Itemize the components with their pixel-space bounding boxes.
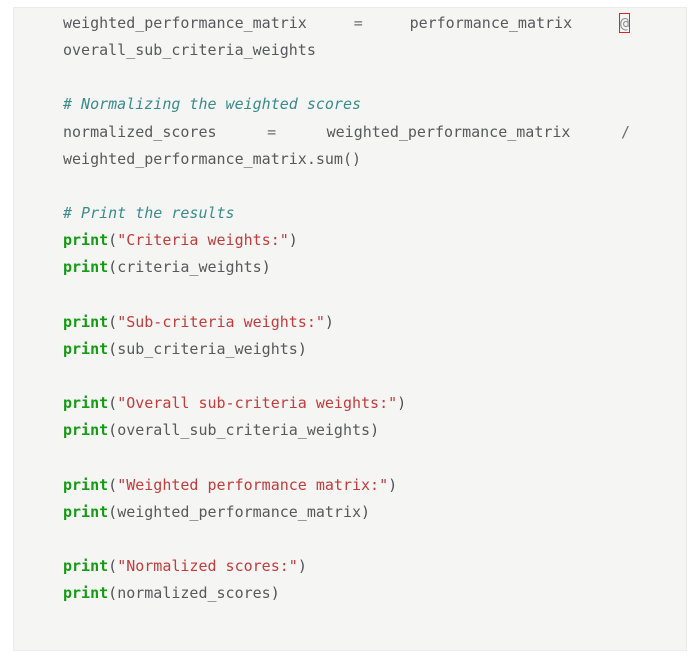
token-name: normalized_scores <box>117 584 271 603</box>
token-whitespace <box>217 123 268 141</box>
matmul-operator-error-token: @ <box>618 13 630 33</box>
code-block: # Normalizing the weighted scores normali… <box>63 91 630 172</box>
token-name: overall_sub_criteria_weights <box>117 421 371 440</box>
code-line: print(criteria_weights) <box>63 254 630 281</box>
code-line: print(overall_sub_criteria_weights) <box>63 417 630 444</box>
token-string: "Weighted performance matrix:" <box>117 475 389 494</box>
code-line: # Normalizing the weighted scores <box>63 91 630 118</box>
token-punctuation: ) <box>297 557 307 576</box>
token-operator: = <box>267 122 277 141</box>
token-name: weighted_performance_matrix.sum() <box>63 149 362 168</box>
code-panel: weighted_performance_matrix = performanc… <box>13 7 687 651</box>
code-line: weighted_performance_matrix = performanc… <box>63 10 630 64</box>
token-punctuation: ( <box>108 312 118 331</box>
token-whitespace <box>276 123 327 141</box>
code-line: print(weighted_performance_matrix) <box>63 499 630 526</box>
token-punctuation: ( <box>108 258 118 277</box>
token-keyword: print <box>63 312 109 331</box>
token-whitespace <box>307 14 354 32</box>
token-punctuation: ) <box>270 584 280 603</box>
token-string: "Normalized scores:" <box>117 557 298 576</box>
token-name: normalized_scores <box>63 122 217 141</box>
token-punctuation: ( <box>108 231 118 250</box>
code-block: print("Overall sub-criteria weights:")pr… <box>63 390 630 444</box>
code-block: print("Normalized scores:")print(normali… <box>63 553 630 607</box>
token-name: overall_sub_criteria_weights <box>63 41 316 60</box>
token-keyword: print <box>63 421 109 440</box>
code-line: print("Criteria weights:") <box>63 227 630 254</box>
token-punctuation: ( <box>108 584 118 603</box>
code-block: weighted_performance_matrix = performanc… <box>63 10 630 64</box>
code-line: print("Sub-criteria weights:") <box>63 309 630 336</box>
token-name: weighted_performance_matrix <box>117 502 362 521</box>
code-line: print("Normalized scores:") <box>63 553 630 580</box>
token-whitespace <box>572 14 619 32</box>
code-line: print(normalized_scores) <box>63 580 630 607</box>
token-keyword: print <box>63 339 109 358</box>
token-punctuation: ) <box>288 231 298 250</box>
token-keyword: print <box>63 394 109 413</box>
token-punctuation: ) <box>297 339 307 358</box>
token-operator: = <box>353 14 363 32</box>
token-whitespace <box>363 14 410 32</box>
code-line: print("Overall sub-criteria weights:") <box>63 390 630 417</box>
code-block: print("Weighted performance matrix:")pri… <box>63 472 630 526</box>
token-keyword: print <box>63 231 109 250</box>
token-punctuation: ) <box>370 421 380 440</box>
code-line: print("Weighted performance matrix:") <box>63 472 630 499</box>
token-punctuation: ( <box>108 394 118 413</box>
token-keyword: print <box>63 258 109 277</box>
token-name: sub_criteria_weights <box>117 339 298 358</box>
token-keyword: print <box>63 557 109 576</box>
token-string: "Sub-criteria weights:" <box>117 312 325 331</box>
token-name: criteria_weights <box>117 258 262 277</box>
code-line: print(sub_criteria_weights) <box>63 336 630 363</box>
token-name: weighted_performance_matrix <box>326 122 571 141</box>
code-block: print("Sub-criteria weights:")print(sub_… <box>63 309 630 363</box>
token-string: "Overall sub-criteria weights:" <box>117 394 398 413</box>
token-name: performance_matrix <box>409 14 573 32</box>
token-keyword: print <box>63 502 109 521</box>
token-punctuation: ( <box>108 502 118 521</box>
token-punctuation: ) <box>324 312 334 331</box>
token-punctuation: ( <box>108 475 118 494</box>
token-punctuation: ) <box>261 258 271 277</box>
token-punctuation: ( <box>108 557 118 576</box>
token-string: "Criteria weights:" <box>117 231 289 250</box>
code-listing: weighted_performance_matrix = performanc… <box>14 10 686 607</box>
token-comment: # Normalizing the weighted scores <box>63 95 362 114</box>
token-comment: # Print the results <box>63 204 235 223</box>
token-keyword: print <box>63 584 109 603</box>
code-line: normalized_scores = weighted_performance… <box>63 119 630 173</box>
token-whitespace <box>570 123 621 141</box>
code-line: # Print the results <box>63 200 630 227</box>
token-operator: / <box>621 122 631 141</box>
token-punctuation: ) <box>397 394 407 413</box>
token-punctuation: ( <box>108 421 118 440</box>
token-name: weighted_performance_matrix <box>63 14 307 32</box>
token-punctuation: ) <box>361 502 371 521</box>
token-keyword: print <box>63 475 109 494</box>
token-punctuation: ) <box>388 475 398 494</box>
token-punctuation: ( <box>108 339 118 358</box>
